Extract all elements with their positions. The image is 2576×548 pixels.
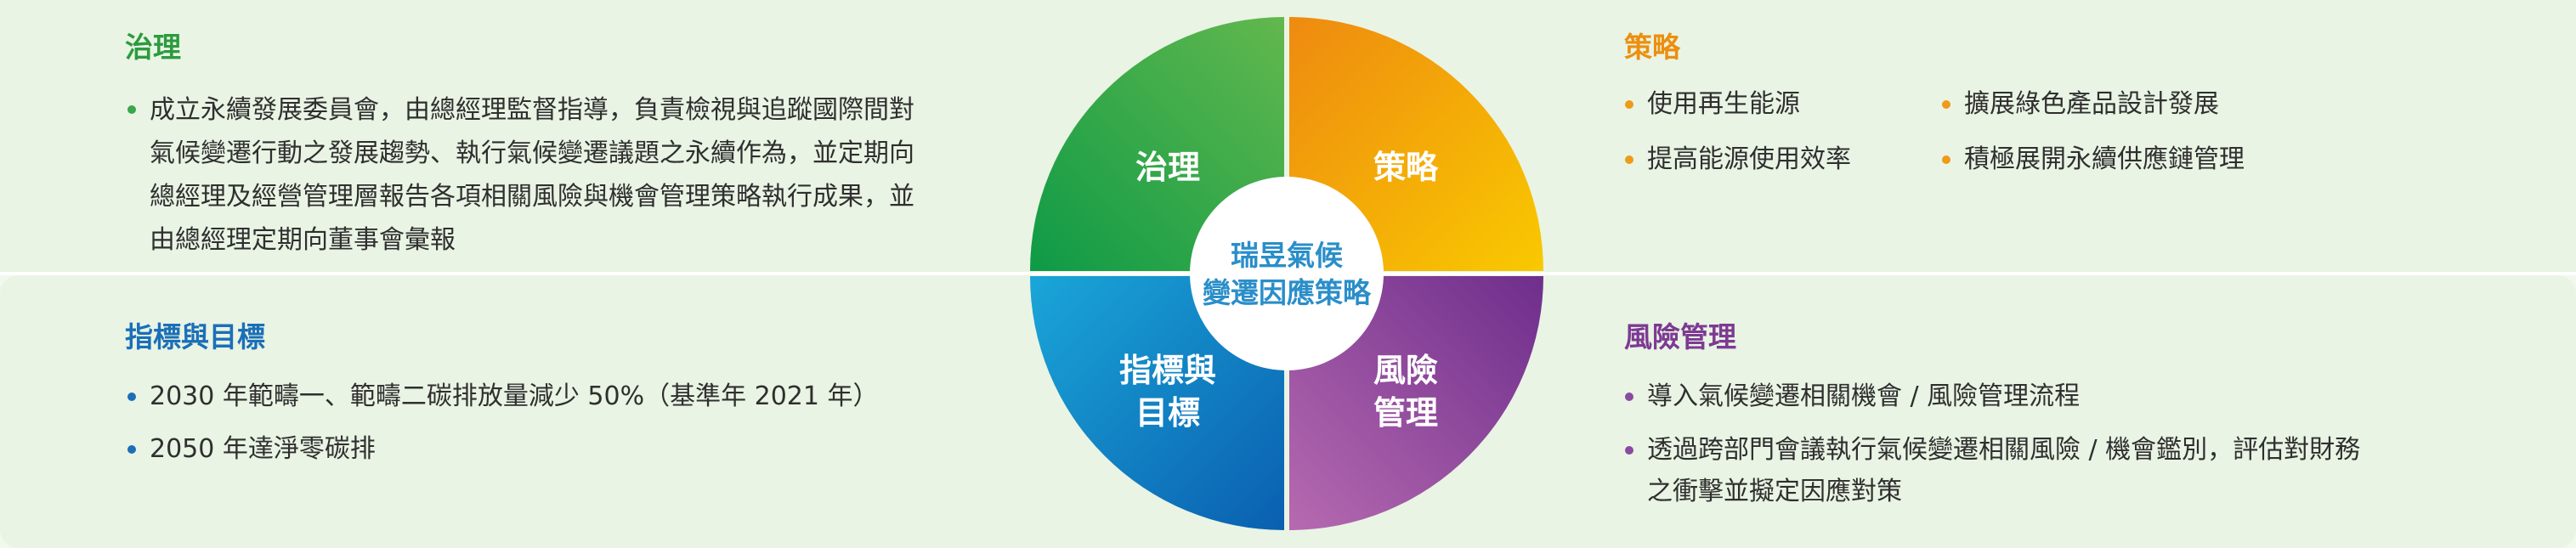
bullet-dot [1942,100,1950,109]
center-circle [1190,177,1384,370]
metrics-title: 指標與目標 [125,320,265,353]
strategy-item: 積極展開永續供應鏈管理 [1942,142,2245,178]
strategy-item: 擴展綠色產品設計發展 [1942,87,2219,122]
quadrant-label-metrics-line2: 目標 [1135,394,1200,432]
metrics-item: 2030 年範疇一、範疇二碳排放量減少 50%（基準年 2021 年） [127,379,879,415]
strategy-title: 策略 [1624,31,1680,64]
bullet-dot [1625,446,1633,455]
quadrant-label-strategy: 策略 [1373,149,1439,186]
bullet-dot [1942,155,1950,164]
bullet-dot [127,445,136,454]
center-label-line2: 變遷因應策略 [1203,276,1372,309]
risk-item: 導入氣候變遷相關機會 / 風險管理流程 [1625,379,2080,415]
quadrant-label-governance: 治理 [1135,149,1200,186]
risk-item-continued: 之衝擊並擬定因應對策 [1647,477,1902,506]
wheel-graphic: 瑞昱氣候 變遷因應策略 治理 策略 指標與 目標 風險 管理 [1030,17,1543,530]
risk-title: 風險管理 [1624,320,1736,353]
bullet-dot [1625,393,1633,401]
quadrant-label-risk-line2: 管理 [1373,394,1438,432]
bullet-dot [127,105,136,114]
bullet-dot [1625,100,1633,109]
strategy-item: 使用再生能源 [1625,87,1800,122]
quadrant-label-risk-line1: 風險 [1373,352,1438,389]
bullet-dot [1625,155,1633,164]
center-label-line1: 瑞昱氣候 [1231,239,1344,272]
quadrant-label-metrics-line1: 指標與 [1119,352,1216,389]
bullet-dot [127,393,136,401]
metrics-item: 2050 年達淨零碳排 [127,432,376,467]
strategy-item: 提高能源使用效率 [1625,142,1851,178]
governance-title: 治理 [125,31,181,64]
risk-item: 透過跨部門會議執行氣候變遷相關風險 / 機會鑑別，評估對財務 [1625,432,2360,468]
governance-item: 成立永續發展委員會，由總經理監督指導，負責檢視與追蹤國際間對氣候變遷行動之發展趨… [127,88,914,262]
strategy-wheel: 瑞昱氣候 變遷因應策略 治理 策略 指標與 目標 風險 管理 [1029,0,1543,548]
